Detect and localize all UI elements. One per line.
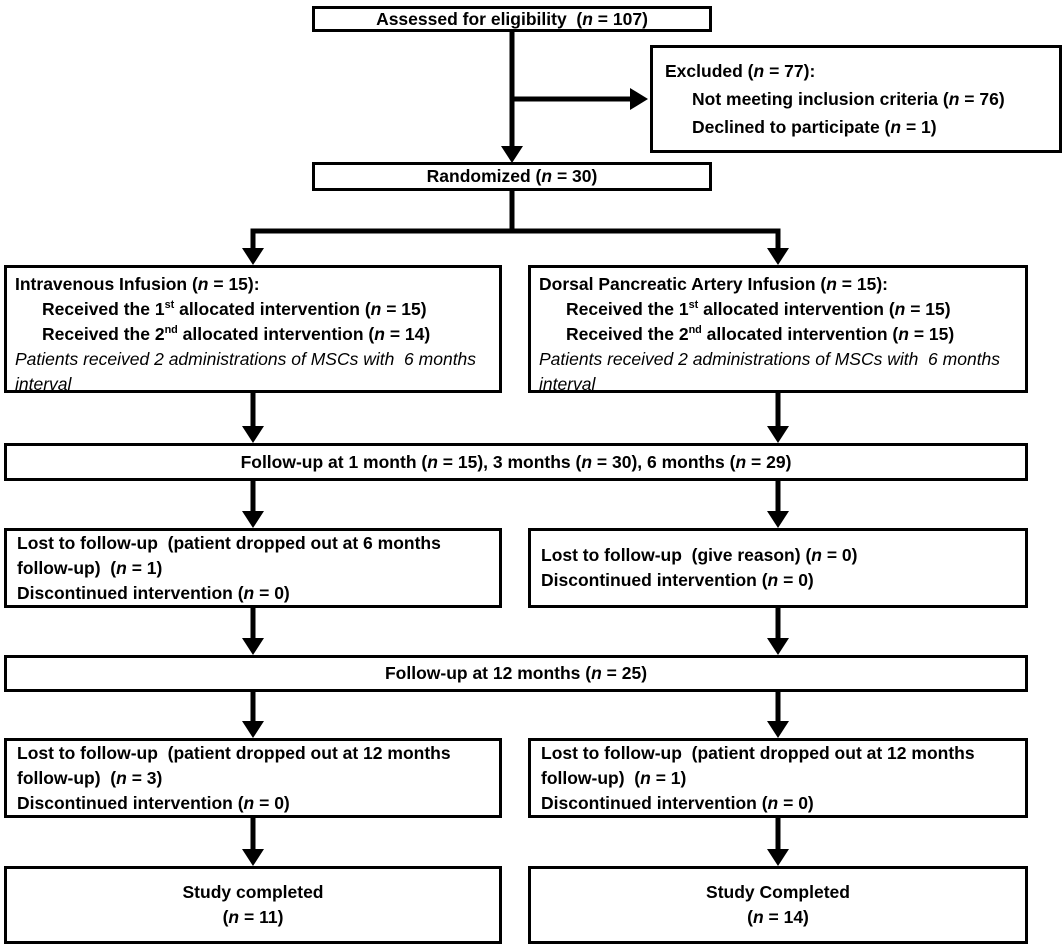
- box-followup-early: Follow-up at 1 month (n = 15), 3 months …: [4, 443, 1028, 481]
- lost-followup-12mo-right-text: Lost to follow-up (patient dropped out a…: [541, 742, 980, 813]
- box-excluded: Excluded (n = 77):Not meeting inclusion …: [650, 45, 1062, 153]
- arrowhead-completed-left: [242, 849, 264, 866]
- arrowhead-lost12-right: [767, 721, 789, 738]
- box-assessed-eligibility: Assessed for eligibility (n = 107): [312, 6, 712, 32]
- box-randomized: Randomized (n = 30): [312, 162, 712, 191]
- allocation-dorsal-pancreatic-text: Dorsal Pancreatic Artery Infusion (n = 1…: [539, 274, 1005, 394]
- lost-followup-12mo-left-text: Lost to follow-up (patient dropped out a…: [17, 742, 456, 813]
- box-allocation-intravenous: Intravenous Infusion (n = 15):Received t…: [4, 265, 502, 394]
- arrowhead-followup-left: [242, 426, 264, 443]
- arrowhead-alloc-left: [242, 248, 264, 265]
- study-completed-left-text: Study completed(n = 11): [182, 882, 324, 927]
- arrow-randomized-to-left: [250, 190, 515, 249]
- lost-followup-6mo-left-text: Lost to follow-up (patient dropped out a…: [17, 532, 446, 603]
- arrowhead-followup12-right: [767, 638, 789, 655]
- box-allocation-dorsal-pancreatic: Dorsal Pancreatic Artery Infusion (n = 1…: [528, 265, 1028, 394]
- arrowhead-lost6-left: [242, 511, 264, 528]
- box-lost-followup-6mo-right: Lost to follow-up (give reason) (n = 0)D…: [528, 528, 1028, 608]
- study-completed-right-text: Study Completed(n = 14): [706, 882, 850, 927]
- box-study-completed-left: Study completed(n = 11): [4, 866, 502, 944]
- arrowhead-randomized: [501, 146, 523, 163]
- box-study-completed-right: Study Completed(n = 14): [528, 866, 1028, 944]
- arrowhead-followup-right: [767, 426, 789, 443]
- box-followup-12mo: Follow-up at 12 months (n = 25): [4, 655, 1028, 692]
- assessed-text: Assessed for eligibility (n = 107): [376, 8, 648, 29]
- followup-early-text: Follow-up at 1 month (n = 15), 3 months …: [240, 451, 792, 472]
- arrowhead-lost12-left: [242, 721, 264, 738]
- arrowhead-excluded: [630, 88, 648, 110]
- arrow-randomized-to-right: [512, 228, 781, 249]
- box-lost-followup-12mo-right: Lost to follow-up (patient dropped out a…: [528, 738, 1028, 818]
- arrowhead-completed-right: [767, 849, 789, 866]
- randomized-text: Randomized (n = 30): [426, 166, 598, 186]
- arrowhead-alloc-right: [767, 248, 789, 265]
- box-lost-followup-6mo-left: Lost to follow-up (patient dropped out a…: [4, 528, 502, 608]
- arrowhead-lost6-right: [767, 511, 789, 528]
- followup-12mo-text: Follow-up at 12 months (n = 25): [384, 663, 648, 683]
- excluded-text: Excluded (n = 77):Not meeting inclusion …: [665, 61, 1005, 137]
- box-lost-followup-12mo-left: Lost to follow-up (patient dropped out a…: [4, 738, 502, 818]
- allocation-intravenous-text: Intravenous Infusion (n = 15):Received t…: [15, 274, 481, 394]
- lost-followup-6mo-right-text: Lost to follow-up (give reason) (n = 0)D…: [541, 545, 858, 590]
- arrowhead-followup12-left: [242, 638, 264, 655]
